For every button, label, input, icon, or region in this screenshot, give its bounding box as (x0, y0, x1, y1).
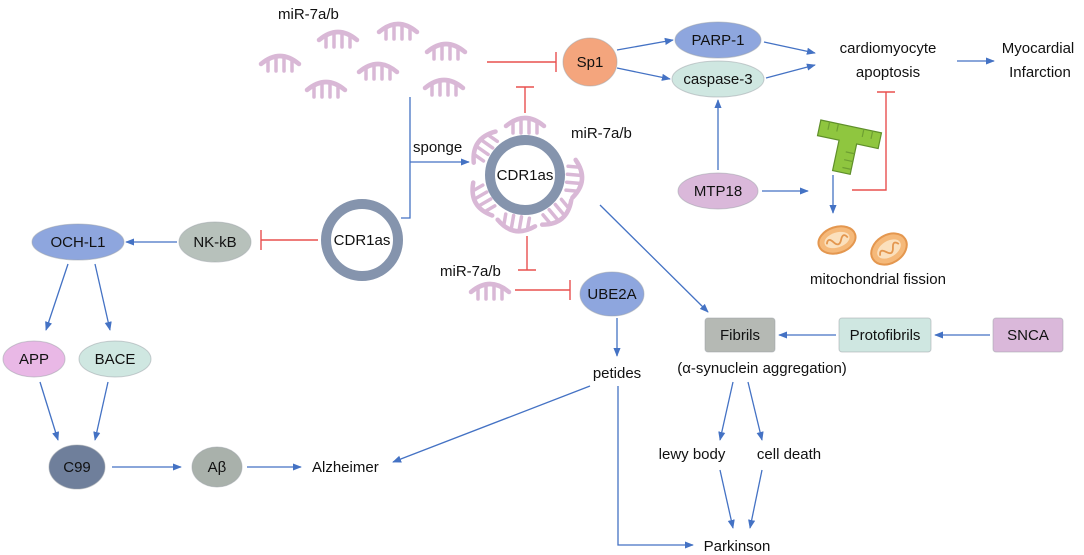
petides-label: petides (593, 365, 641, 382)
arrow-parp1-to-apoptosis (763, 41, 816, 55)
mirna-icon (471, 284, 509, 299)
mitochondrion-cristae (825, 234, 849, 246)
circrna-ring-icon (485, 135, 565, 215)
mirna-icon (319, 32, 357, 47)
caspase3-node (671, 60, 765, 98)
bace-label: BACE (95, 351, 136, 368)
mirna-icon (496, 213, 536, 234)
alzheimer-label: Alzheimer (312, 459, 379, 476)
arrow-aggregation-to-cell-death (747, 381, 764, 441)
parp1-node (674, 21, 762, 59)
mir-lower-label: miR-7a/b (440, 263, 501, 280)
lewy-body-label: lewy body (659, 446, 726, 463)
abeta-label: Aβ (208, 459, 227, 476)
protein-icon (816, 119, 883, 175)
apoptosis-label: apoptosis (856, 64, 920, 81)
mirna-icon (261, 56, 299, 71)
mirna-icon (425, 80, 463, 95)
arrow-caspase3-to-apoptosis (765, 63, 816, 79)
aggregation-label: (α-synuclein aggregation) (677, 360, 847, 377)
ochl1-node (31, 223, 125, 261)
sp1-label: Sp1 (577, 54, 604, 71)
ube2a-node (579, 271, 645, 317)
parkinson-label: Parkinson (704, 538, 771, 555)
arrow-sp1-to-parp1 (616, 37, 674, 51)
mitochondrion-icon (870, 232, 908, 266)
mitochondrion-cristae (879, 241, 900, 256)
mirna-icon (359, 64, 397, 79)
caspase3-label: caspase-3 (683, 71, 752, 88)
cdr1as-center-label: CDR1as (497, 167, 554, 184)
mir-ring-label: miR-7a/b (571, 125, 632, 142)
activation-arrows (39, 37, 995, 549)
cdr1as-left-label: CDR1as (334, 232, 391, 249)
nkkb-label: NK-kB (193, 234, 236, 251)
arrow-cdr1as-to-fibrils (599, 204, 709, 313)
protofibrils-label: Protofibrils (850, 327, 921, 344)
protein-icon-stripes (827, 121, 874, 170)
myocardial-label: Myocardial (1002, 40, 1075, 57)
mirna-icon (565, 159, 583, 198)
node-shapes (2, 21, 1064, 490)
ube2a-label: UBE2A (587, 286, 636, 303)
arrow-sp1-to-caspase3 (616, 67, 671, 81)
mtp18-node (677, 172, 759, 210)
protein-icon-body (816, 119, 883, 175)
mitochondrion-icon (817, 225, 857, 255)
mitochondrial-fission-label: mitochondrial fission (810, 271, 946, 288)
c99-label: C99 (63, 459, 91, 476)
nkkb-node (178, 221, 252, 263)
mir-top-label: miR-7a/b (278, 6, 339, 23)
ochl1-label: OCH-L1 (50, 234, 105, 251)
mirna-icon (307, 82, 345, 97)
app-label: APP (19, 351, 49, 368)
cardiomyocyte-label: cardiomyocyte (840, 40, 937, 57)
arrow-petides-to-alzheimer (392, 385, 591, 463)
abeta-node (191, 446, 243, 488)
mirna-icon (506, 118, 544, 133)
snca-label: SNCA (1007, 327, 1049, 344)
mtp18-label: MTP18 (694, 183, 742, 200)
protofibrils-node (838, 317, 932, 353)
arrow-lewy-body-to-parkinson (719, 469, 735, 529)
circrna-ring-icon (321, 199, 403, 281)
arrow-app-to-c99 (39, 381, 60, 441)
mirna-icon (379, 24, 417, 39)
bace-node (78, 340, 152, 378)
app-node (2, 340, 66, 378)
arrow-petides-to-parkinson (617, 386, 694, 549)
cell-death-label: cell death (757, 446, 821, 463)
sp1-node (562, 37, 618, 87)
arrow-bace-to-c99 (93, 381, 109, 441)
arrow-aggregation-to-lewy-body (718, 381, 734, 441)
mitochondrion-inner (877, 239, 901, 259)
sponge-bracket (401, 97, 411, 219)
infarction-label: Infarction (1009, 64, 1071, 81)
inhibition-lines (260, 52, 895, 300)
mirna-icon (427, 44, 465, 59)
sponge-label: sponge (413, 139, 462, 156)
parp1-label: PARP-1 (691, 32, 744, 49)
c99-node (48, 444, 106, 490)
inhibit-fission-to-apoptosis (852, 92, 887, 191)
fibrils-node (704, 317, 776, 353)
arrow-cell-death-to-parkinson (748, 469, 763, 529)
labels: miR-7a/b sponge CDR1as miR-7a/b Sp1 PARP… (19, 6, 1074, 555)
fibrils-label: Fibrils (720, 327, 760, 344)
snca-node (992, 317, 1064, 353)
arrow-ochl1-to-app (45, 263, 69, 331)
arrow-ochl1-to-bace (94, 263, 112, 331)
